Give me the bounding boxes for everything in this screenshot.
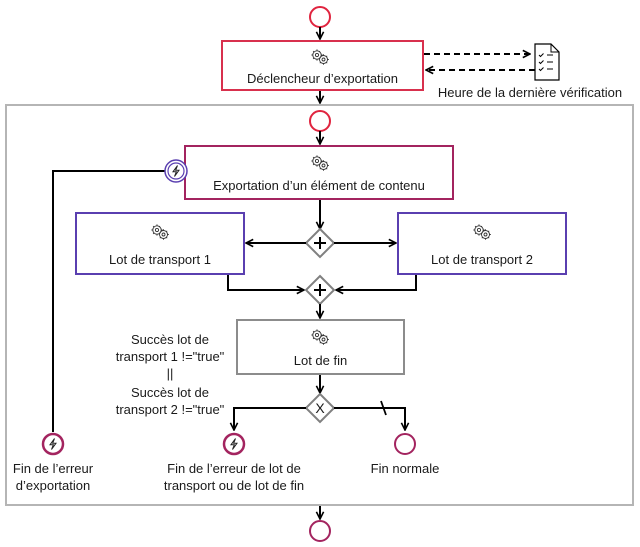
condition-line-3: Succès lot de [130,385,210,400]
export-item-box[interactable] [184,145,454,200]
condition-operator: || [166,366,174,381]
condition-line-2: transport 1 !="true" [115,349,225,364]
export-error-end-label-2: d’exportation [15,478,91,493]
flow-decision-to-normal-end [334,407,405,430]
final-end-event[interactable] [309,520,331,542]
transport-batch-1-box[interactable] [75,212,245,275]
trigger-box[interactable] [221,40,424,91]
flow-batch1-to-join [227,275,304,290]
trigger-label: Déclencheur d’exportation [246,71,399,86]
condition-line-1: Succès lot de [130,332,210,347]
export-error-end-event[interactable] [41,432,65,456]
batch-error-end-label-2: transport ou de lot de fin [163,478,305,493]
flow-decision-to-error-end [234,407,306,430]
condition-line-4: transport 2 !="true" [115,402,225,417]
batch-error-end-label-1: Fin de l’erreur de lot de [167,461,301,476]
normal-end-label: Fin normale [370,461,440,476]
flow-batch2-to-join [336,275,417,290]
transport-batch-1-label: Lot de transport 1 [109,252,211,267]
export-error-end-label-1: Fin de l’erreur [12,461,94,476]
start-event[interactable] [309,6,331,28]
decision-gateway-symbol: X [315,400,325,416]
checklist-document-icon[interactable] [534,43,560,81]
subprocess-container [5,104,634,506]
end-batch-label: Lot de fin [293,353,348,368]
datastore-label: Heure de la dernière vérification [437,85,623,100]
default-flow-marker [380,400,387,416]
batch-error-end-event[interactable] [222,432,246,456]
transport-batch-2-box[interactable] [397,212,567,275]
subprocess-start-event[interactable] [309,110,331,132]
end-batch-box[interactable] [236,319,405,375]
export-item-label: Exportation d’un élément de contenu [213,178,425,193]
transport-batch-2-label: Lot de transport 2 [431,252,533,267]
flow-export-error-to-end [52,170,165,432]
exclusive-decision-gateway[interactable] [304,392,336,424]
normal-end-event[interactable] [394,433,416,455]
